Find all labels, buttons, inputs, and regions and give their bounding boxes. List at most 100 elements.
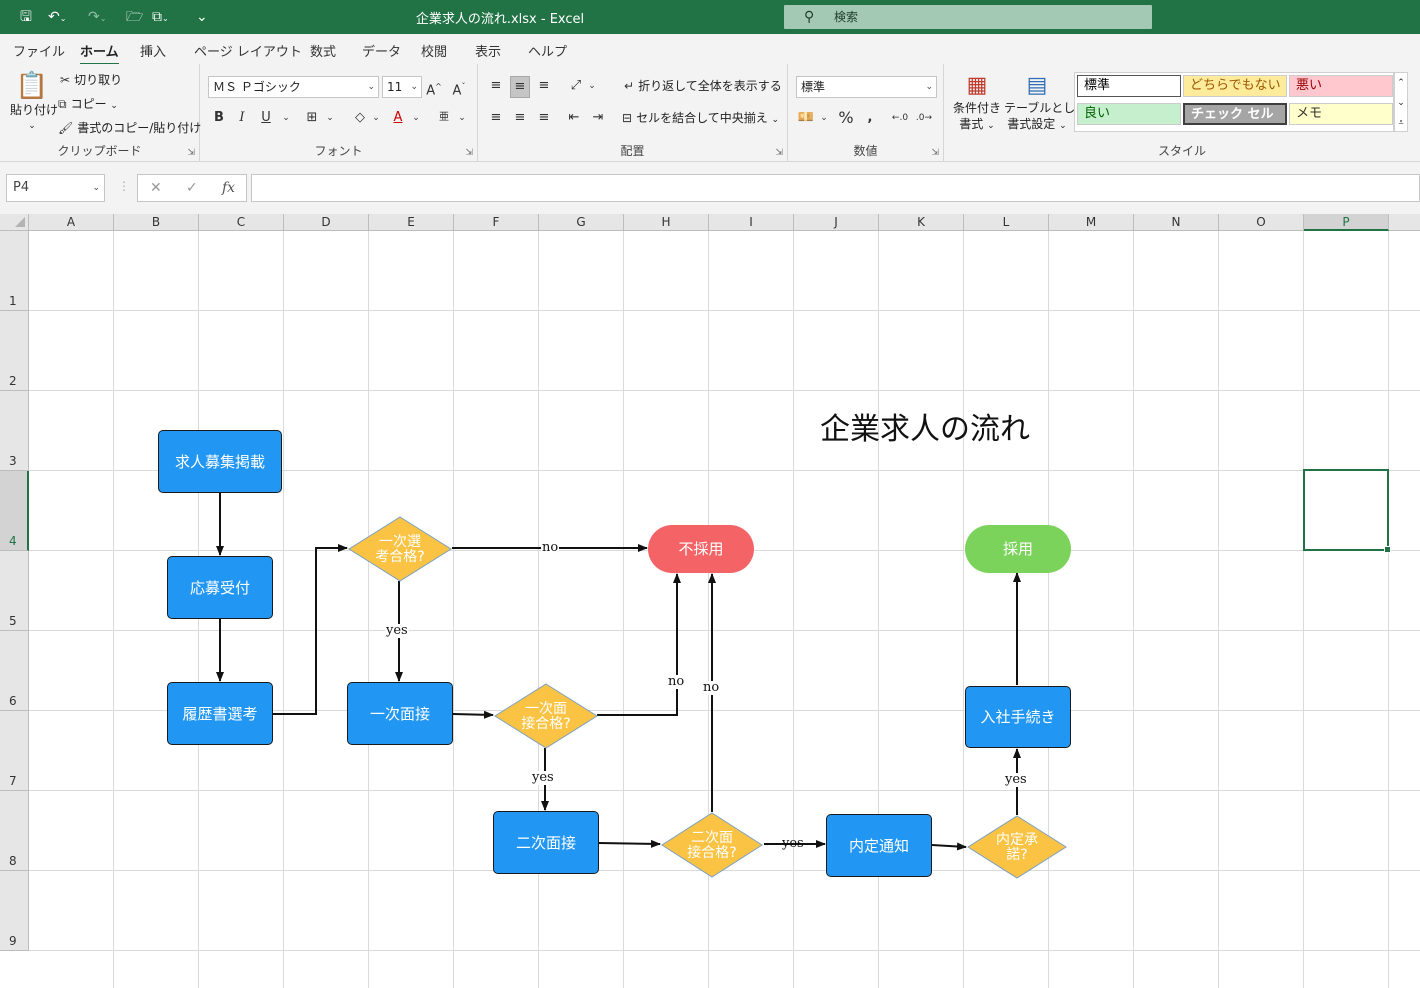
- column-header-j[interactable]: J: [794, 214, 879, 231]
- column-header-overflow[interactable]: [1389, 214, 1420, 231]
- tab-help[interactable]: ヘルプ: [528, 45, 568, 60]
- increase-font-icon[interactable]: A^: [426, 82, 442, 99]
- column-header-c[interactable]: C: [199, 214, 284, 231]
- cells-area[interactable]: [29, 231, 1420, 988]
- column-header-i[interactable]: I: [709, 214, 794, 231]
- row-header-7[interactable]: 7: [0, 711, 29, 791]
- column-header-f[interactable]: F: [454, 214, 539, 231]
- formula-input[interactable]: [251, 174, 1420, 202]
- fill-color-icon[interactable]: ◇: [355, 110, 365, 125]
- insert-function-icon[interactable]: fx: [222, 180, 236, 196]
- cell-style-3[interactable]: 良い: [1077, 103, 1181, 125]
- cell-style-0[interactable]: 標準: [1077, 75, 1181, 97]
- merge-center-button[interactable]: ⊟セルを結合して中央揃え ⌄: [622, 110, 779, 128]
- orientation-icon[interactable]: ⤢: [570, 78, 582, 93]
- column-header-e[interactable]: E: [369, 214, 454, 231]
- tab-page-layout[interactable]: ページ レイアウト: [194, 45, 302, 60]
- enter-icon[interactable]: ✓: [186, 180, 198, 196]
- chevron-up-icon[interactable]: ⌃: [1397, 78, 1405, 88]
- name-box[interactable]: P4⌄: [6, 174, 105, 202]
- undo-icon[interactable]: ↶⌄: [48, 9, 67, 25]
- font-color-icon[interactable]: A: [393, 110, 403, 125]
- open-icon[interactable]: 🗁: [126, 9, 144, 25]
- align-right-icon[interactable]: ≡: [538, 110, 550, 125]
- copy-button[interactable]: ⧉コピー ⌄: [58, 96, 118, 114]
- column-header-p[interactable]: P: [1304, 214, 1389, 231]
- gallery-scroll[interactable]: ⌃ ⌄ ⩡: [1394, 72, 1408, 132]
- chevron-down-icon[interactable]: ⌄: [588, 81, 596, 91]
- dialog-launcher-icon[interactable]: ⇲: [187, 148, 195, 158]
- dialog-launcher-icon[interactable]: ⇲: [775, 148, 783, 158]
- tab-home[interactable]: ホーム: [80, 41, 119, 66]
- row-header-2[interactable]: 2: [0, 311, 29, 391]
- row-header-9[interactable]: 9: [0, 871, 29, 951]
- increase-indent-icon[interactable]: ⇥: [592, 110, 604, 125]
- align-center-icon[interactable]: ≡: [514, 110, 526, 125]
- column-header-a[interactable]: A: [29, 214, 114, 231]
- font-size-select[interactable]: 11⌄: [382, 76, 422, 98]
- underline-icon[interactable]: U: [261, 110, 271, 125]
- tab-data[interactable]: データ: [362, 45, 402, 60]
- tab-insert[interactable]: 挿入: [140, 45, 167, 60]
- row-header-6[interactable]: 6: [0, 631, 29, 711]
- row-header-8[interactable]: 8: [0, 791, 29, 871]
- bold-icon[interactable]: B: [214, 110, 224, 125]
- cell-style-2[interactable]: 悪い: [1289, 75, 1393, 97]
- cut-button[interactable]: ✂切り取り: [60, 72, 122, 88]
- chevron-down-icon[interactable]: ⌄: [820, 113, 828, 123]
- conditional-format-button[interactable]: ▦ 条件付き 書式 ⌄: [952, 72, 1002, 134]
- chevron-down-icon[interactable]: ⌄: [1397, 98, 1405, 108]
- dialog-launcher-icon[interactable]: ⇲: [465, 148, 473, 158]
- cancel-icon[interactable]: ✕: [150, 180, 162, 196]
- redo-icon[interactable]: ↷⌄: [88, 9, 107, 25]
- percent-icon[interactable]: %: [838, 108, 854, 127]
- more-icon[interactable]: ⩡: [1398, 118, 1404, 128]
- tab-file[interactable]: ファイル: [13, 45, 66, 60]
- select-all-corner[interactable]: [0, 214, 29, 231]
- column-header-h[interactable]: H: [624, 214, 709, 231]
- column-header-m[interactable]: M: [1049, 214, 1134, 231]
- tab-formulas[interactable]: 数式: [310, 45, 337, 60]
- phonetic-icon[interactable]: 亜: [439, 112, 449, 123]
- tab-review[interactable]: 校閲: [421, 45, 448, 60]
- chevron-down-icon[interactable]: ⌄: [372, 113, 380, 123]
- customize-qat-icon[interactable]: ⌄: [196, 9, 208, 25]
- row-header-3[interactable]: 3: [0, 391, 29, 471]
- row-header-4[interactable]: 4: [0, 471, 29, 551]
- row-header-1[interactable]: 1: [0, 231, 29, 311]
- cell-style-4[interactable]: チェック セル: [1183, 103, 1287, 125]
- align-left-icon[interactable]: ≡: [490, 110, 502, 125]
- column-header-k[interactable]: K: [879, 214, 964, 231]
- column-header-b[interactable]: B: [114, 214, 199, 231]
- dialog-launcher-icon[interactable]: ⇲: [931, 148, 939, 158]
- chevron-down-icon[interactable]: ⌄: [282, 113, 290, 123]
- paste-button[interactable]: 📋 貼り付け ⌄: [10, 70, 58, 134]
- decrease-indent-icon[interactable]: ⇤: [568, 110, 580, 125]
- active-cell-p4[interactable]: [1303, 469, 1391, 553]
- search-input[interactable]: ⚲ 検索: [784, 5, 1152, 29]
- save-icon[interactable]: 🖫: [20, 9, 32, 25]
- borders-icon[interactable]: ⊞: [306, 110, 318, 125]
- chevron-down-icon[interactable]: ⌄: [326, 113, 334, 123]
- wrap-text-button[interactable]: ↵折り返して全体を表示する: [624, 78, 782, 94]
- column-header-d[interactable]: D: [284, 214, 369, 231]
- cell-style-5[interactable]: メモ: [1289, 103, 1393, 125]
- align-top-icon[interactable]: ≡: [490, 78, 502, 93]
- format-painter-button[interactable]: 🖌書式のコピー/貼り付け: [58, 120, 201, 136]
- decrease-decimal-icon[interactable]: .0→: [915, 113, 933, 123]
- comma-icon[interactable]: ,: [867, 110, 873, 125]
- align-middle-icon[interactable]: ≡: [510, 76, 530, 98]
- font-name-select[interactable]: ＭＳ Ｐゴシック⌄: [208, 76, 379, 98]
- align-bottom-icon[interactable]: ≡: [538, 78, 550, 93]
- chevron-down-icon[interactable]: ⌄: [412, 113, 420, 123]
- column-header-o[interactable]: O: [1219, 214, 1304, 231]
- tab-view[interactable]: 表示: [475, 45, 502, 60]
- row-header-5[interactable]: 5: [0, 551, 29, 631]
- increase-decimal-icon[interactable]: ←.0: [891, 113, 909, 123]
- shapes-icon[interactable]: ⧉⌄: [152, 9, 169, 25]
- accounting-icon[interactable]: 💴: [797, 110, 815, 125]
- number-format-select[interactable]: 標準⌄: [796, 76, 937, 98]
- chevron-down-icon[interactable]: ⌄: [458, 113, 466, 123]
- column-header-l[interactable]: L: [964, 214, 1049, 231]
- decrease-font-icon[interactable]: Aˇ: [452, 82, 466, 99]
